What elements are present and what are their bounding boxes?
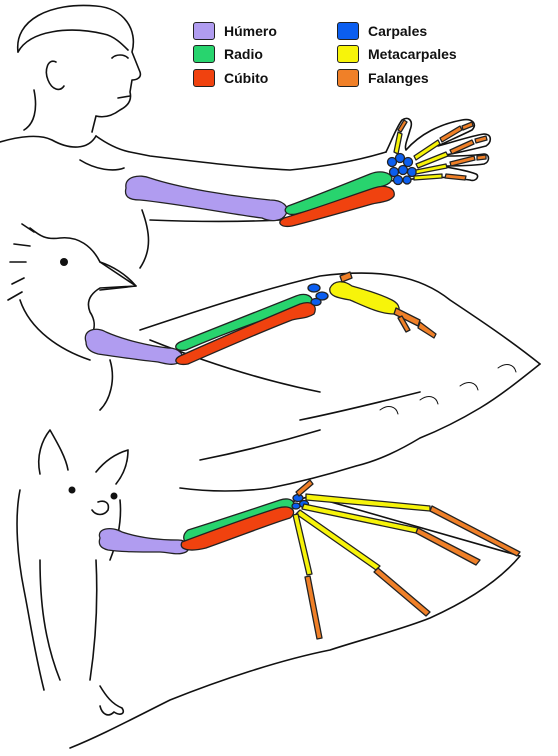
legend-item-radio: Radio (193, 43, 263, 65)
legend-swatch-cubito (193, 69, 215, 87)
bat-carpals (291, 493, 310, 510)
bat-eye-right (110, 492, 118, 500)
human-ulna (279, 185, 395, 228)
legend-item-metacarpales: Metacarpales (337, 43, 457, 65)
bird-neck (19, 299, 114, 411)
legend-swatch-falanges (337, 69, 359, 87)
human-ear (45, 60, 65, 91)
bat-body-fur (39, 559, 98, 681)
legend-item-falanges: Falanges (337, 67, 429, 89)
legend-label-humero: Húmero (224, 23, 277, 39)
legend-swatch-radio (193, 45, 215, 63)
human-hair (17, 29, 129, 53)
bat-snout (91, 500, 110, 516)
legend-item-carpales: Carpales (337, 20, 427, 42)
bird-beak (99, 261, 137, 291)
legend-swatch-carpales (337, 22, 359, 40)
legend-swatch-metacarpales (337, 45, 359, 63)
legend-label-carpales: Carpales (368, 23, 428, 39)
human-figure (0, 4, 492, 269)
bird-ulna (175, 302, 316, 366)
bat-ear-right (95, 449, 129, 485)
bat-eye-left (68, 486, 76, 494)
bird-wing-feathers (149, 339, 541, 492)
human-neck-back (23, 89, 37, 131)
bird-eye (60, 258, 68, 266)
bat-wing-membrane (69, 495, 521, 749)
bat-metacarpals (292, 493, 431, 576)
bat-humerus (98, 527, 190, 555)
bird-radius (175, 293, 313, 352)
legend-item-humero: Húmero (193, 20, 277, 42)
bat-figure (16, 429, 521, 749)
bird-phalanges (339, 271, 437, 339)
bird-figure (7, 223, 541, 492)
legend-label-falanges: Falanges (368, 70, 429, 86)
legend-label-radio: Radio (224, 46, 263, 62)
human-mouth (117, 95, 131, 99)
human-hand-outline (385, 117, 492, 182)
human-metacarpals (393, 131, 449, 181)
legend-label-cubito: Cúbito (224, 70, 269, 86)
legend-item-cubito: Cúbito (193, 67, 268, 89)
bat-ulna (180, 506, 295, 551)
human-carpals (386, 152, 418, 186)
bird-feather-scallops (379, 364, 517, 415)
bird-crest (7, 223, 35, 301)
legend-label-metacarpales: Metacarpales (368, 46, 457, 62)
bat-head-fur (16, 489, 122, 691)
bat-phalanges (295, 479, 521, 640)
legend-swatch-humero (193, 22, 215, 40)
bird-metacarpals (329, 281, 400, 315)
human-eye (111, 54, 129, 59)
bird-wing-top (139, 272, 541, 365)
bird-head-outline (29, 227, 137, 335)
legend: Húmero Radio Cúbito Carpales Metacarpale… (193, 20, 493, 100)
human-chest (95, 135, 387, 171)
bat-foot (99, 685, 125, 716)
human-humerus (124, 175, 288, 222)
human-phalanges (397, 119, 488, 181)
bat-ear-left (37, 429, 69, 475)
human-shoulder-line (0, 135, 97, 148)
human-collar (79, 159, 125, 171)
bird-carpals (307, 283, 329, 307)
human-head-outline (17, 4, 142, 133)
